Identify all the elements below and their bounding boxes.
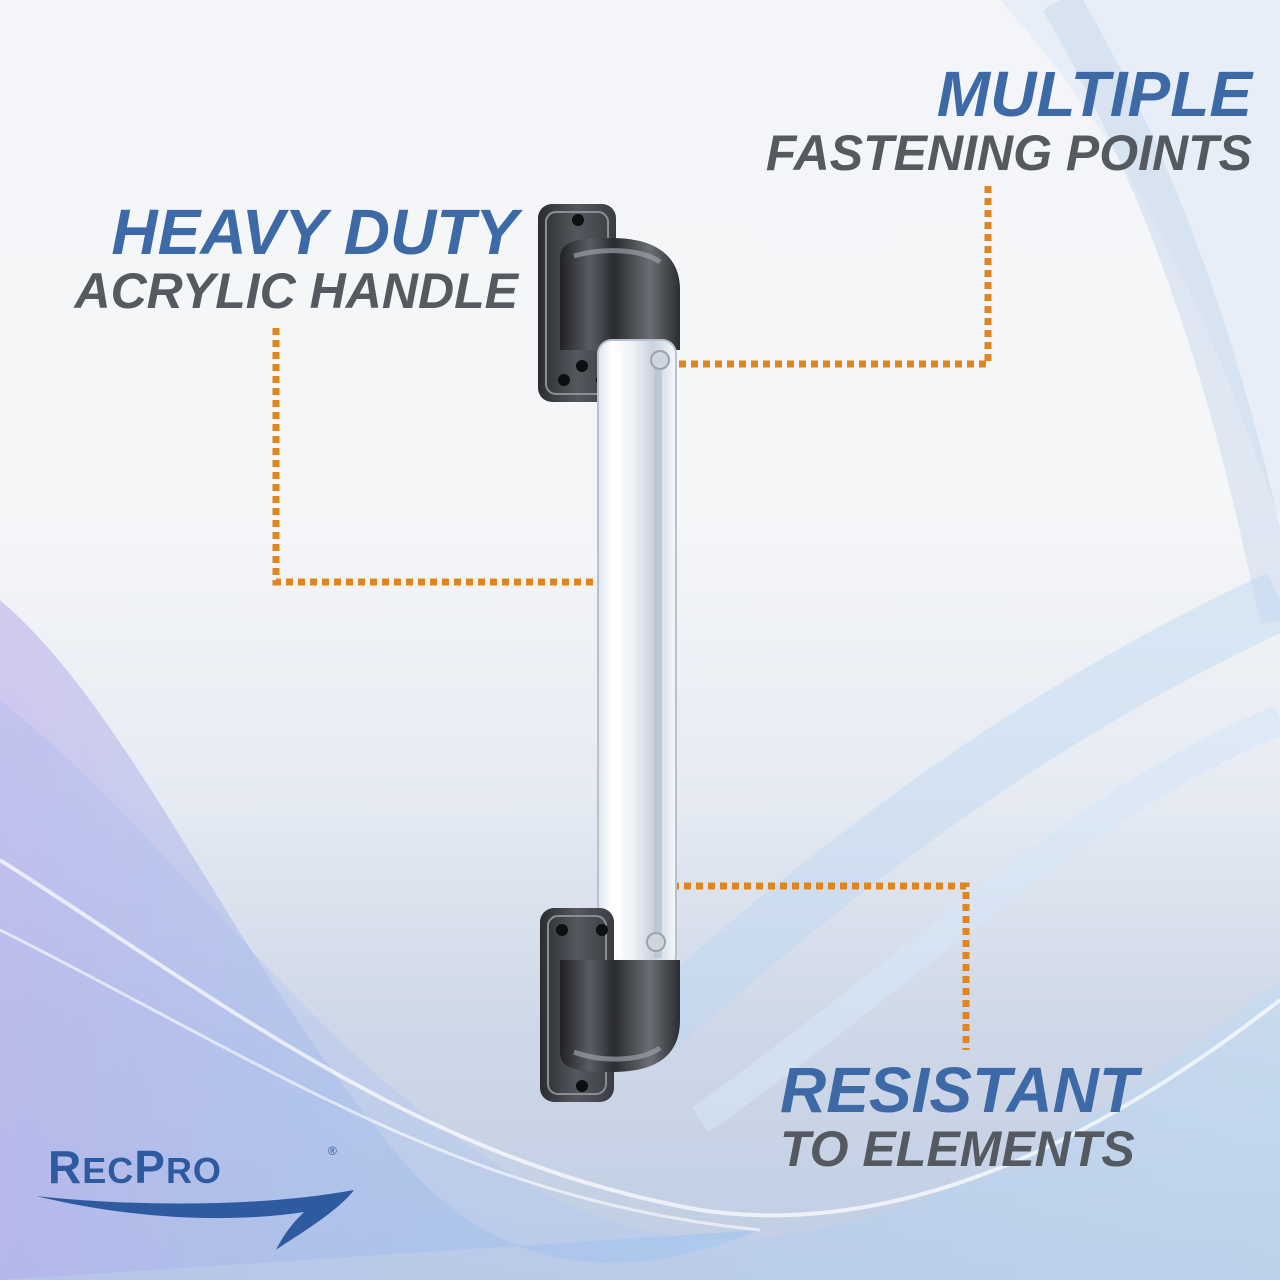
recpro-logo: RECPRO ® [36, 1140, 356, 1250]
leader-resistant [648, 882, 970, 1050]
leader-heavy-duty [272, 328, 640, 586]
caption-resistant-subtitle: TO ELEMENTS [780, 1121, 1135, 1177]
caption-heavy-duty-title: HEAVY DUTY [111, 196, 518, 268]
caption-heavy-duty: HEAVY DUTY ACRYLIC HANDLE [38, 200, 518, 316]
caption-multiple: MULTIPLE FASTENING POINTS [720, 62, 1252, 178]
caption-multiple-subtitle: FASTENING POINTS [765, 125, 1252, 181]
registered-mark: ® [328, 1144, 337, 1158]
logo-letter-p: P [134, 1141, 166, 1193]
logo-wordmark: RECPRO [48, 1140, 222, 1194]
caption-multiple-title: MULTIPLE [936, 58, 1252, 130]
caption-resistant: RESISTANT TO ELEMENTS [780, 1058, 1240, 1174]
leader-multiple [656, 186, 992, 368]
logo-letters-ro: RO [165, 1150, 222, 1191]
swoosh-icon [36, 1190, 354, 1250]
caption-resistant-title: RESISTANT [780, 1054, 1138, 1126]
caption-heavy-duty-subtitle: ACRYLIC HANDLE [74, 263, 518, 319]
logo-letters-ec: EC [82, 1150, 135, 1191]
logo-letter-r: R [48, 1141, 83, 1193]
